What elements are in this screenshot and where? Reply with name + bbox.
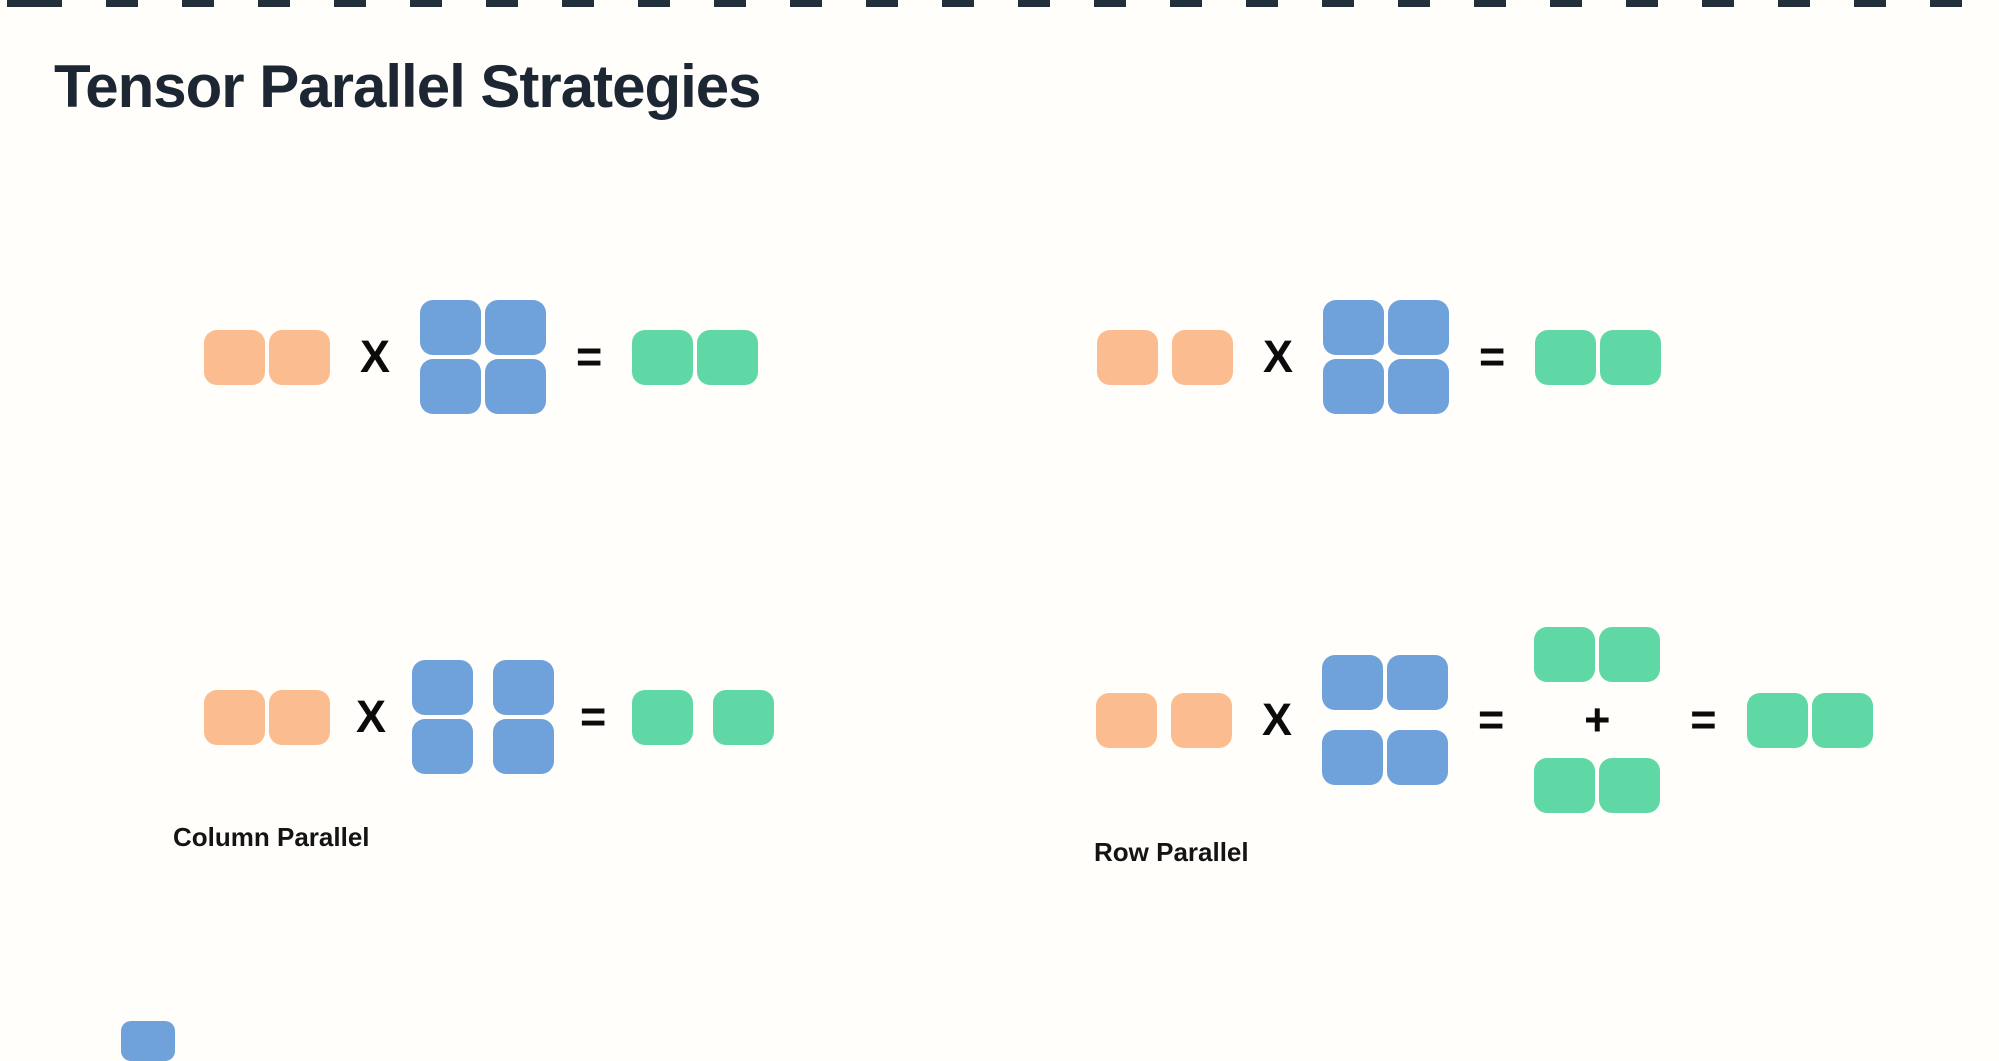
partial-output-top [1534, 627, 1661, 682]
output-cell [632, 689, 694, 745]
weight-matrix-column-split [412, 660, 555, 774]
equals-operator: = [576, 331, 603, 382]
weight-matrix [420, 300, 547, 414]
output-matrix [1535, 329, 1662, 385]
weight-cell [1322, 655, 1384, 710]
output-cell [1811, 692, 1873, 748]
equals-operator: = [1479, 331, 1506, 382]
diagram-row-parallel: X = + = [1096, 627, 1873, 813]
weight-cell [1323, 300, 1385, 355]
input-cell [1172, 329, 1233, 385]
equals-operator: = [1690, 694, 1717, 745]
output-cell [1534, 627, 1596, 682]
partial-output-bottom [1534, 758, 1661, 813]
weight-cell [1388, 300, 1450, 355]
multiply-operator: X [1263, 331, 1294, 382]
input-cell [1097, 329, 1158, 385]
input-cell [1096, 692, 1157, 748]
weight-cell [1387, 730, 1449, 785]
output-cell [697, 329, 759, 385]
equals-operator: = [580, 691, 607, 742]
input-cell [269, 689, 330, 745]
diagram-matmul-top-left: X = [204, 300, 759, 414]
input-matrix [204, 689, 330, 745]
clipped-bottom-shape [121, 1021, 175, 1061]
input-cell [204, 689, 265, 745]
weight-cell [485, 300, 547, 355]
input-cell [269, 329, 330, 385]
output-cell [1746, 692, 1808, 748]
weight-cell [1388, 359, 1450, 414]
row-parallel-label: Row Parallel [1094, 837, 1249, 867]
weight-matrix [1323, 300, 1450, 414]
diagram-column-parallel: X = [204, 660, 775, 774]
output-matrix [1746, 692, 1873, 748]
input-matrix [1097, 329, 1233, 385]
weight-cell [493, 660, 555, 715]
weight-cell [493, 719, 555, 774]
output-cell [1599, 627, 1661, 682]
multiply-operator: X [1262, 694, 1293, 745]
output-matrix [632, 329, 759, 385]
input-matrix [1096, 692, 1232, 748]
weight-cell [1322, 730, 1384, 785]
input-cell [204, 329, 265, 385]
multiply-operator: X [360, 331, 391, 382]
weight-cell [485, 359, 547, 414]
weight-cell [412, 660, 474, 715]
output-matrix-split [632, 689, 775, 745]
plus-operator: + [1584, 694, 1611, 745]
output-cell [713, 689, 775, 745]
output-cell [1600, 329, 1662, 385]
output-cell [1535, 329, 1597, 385]
page-title: Tensor Parallel Strategies [54, 53, 762, 120]
input-matrix [204, 329, 330, 385]
weight-cell [412, 719, 474, 774]
weight-matrix-row-split [1322, 655, 1449, 785]
output-cell [632, 329, 694, 385]
column-parallel-label: Column Parallel [173, 822, 370, 852]
weight-cell [1387, 655, 1449, 710]
weight-cell [1323, 359, 1385, 414]
output-cell [1599, 758, 1661, 813]
top-dashed-border [0, 0, 1999, 7]
input-cell [1171, 692, 1232, 748]
weight-cell [420, 359, 482, 414]
weight-cell [420, 300, 482, 355]
equals-operator: = [1478, 694, 1505, 745]
partial-sum-stack: + [1534, 627, 1661, 813]
multiply-operator: X [356, 691, 387, 742]
output-cell [1534, 758, 1596, 813]
diagram-matmul-top-right: X = [1097, 300, 1662, 414]
